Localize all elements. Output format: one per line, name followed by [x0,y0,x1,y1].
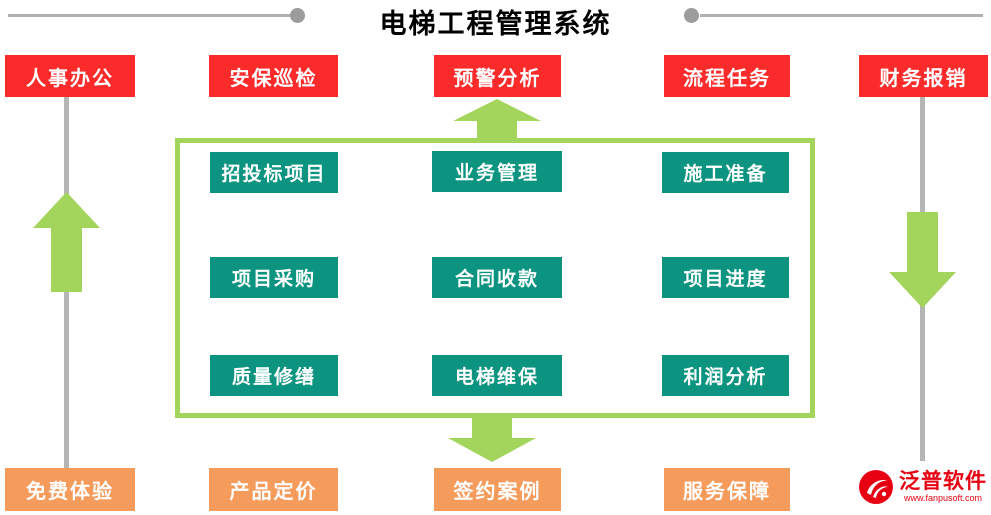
security-patrol-button[interactable]: 安保巡检 [209,55,338,97]
down-arrow-icon [448,417,536,462]
finance-reimbursement-button[interactable]: 财务报销 [859,55,988,97]
up-arrow-icon [33,192,100,292]
up-arrow-icon [453,99,541,140]
header-divider-right [700,14,983,17]
workflow-task-button[interactable]: 流程任务 [664,55,790,97]
warning-analysis-button[interactable]: 预警分析 [434,55,561,97]
logo-brand-name: 泛普软件 [899,470,987,494]
signed-cases-button[interactable]: 签约案例 [434,468,561,511]
page-title: 电梯工程管理系统 [379,9,612,39]
project-progress-button[interactable]: 项目进度 [662,257,789,298]
fanpu-logo[interactable]: 泛普软件 www.fanpusoft.com [853,461,991,513]
header-divider-left [8,14,292,17]
elevator-maintenance-button[interactable]: 电梯维保 [432,355,562,396]
module-group-box [175,138,815,418]
hr-office-button[interactable]: 人事办公 [5,55,135,97]
service-guarantee-button[interactable]: 服务保障 [664,468,790,511]
logo-url-text: www.fanpusoft.com [903,493,983,504]
quality-repair-button[interactable]: 质量修缮 [210,355,338,396]
bidding-project-button[interactable]: 招投标项目 [210,152,338,193]
free-trial-button[interactable]: 免费体验 [5,468,135,511]
contract-payment-button[interactable]: 合同收款 [432,257,562,298]
dot-icon [684,8,699,23]
construction-preparation-button[interactable]: 施工准备 [662,152,789,193]
product-pricing-button[interactable]: 产品定价 [209,468,338,511]
business-management-button[interactable]: 业务管理 [432,151,562,192]
dot-icon [290,8,305,23]
down-arrow-icon [889,212,956,308]
fanpu-logo-icon [859,470,893,504]
project-procurement-button[interactable]: 项目采购 [210,257,338,298]
profit-analysis-button[interactable]: 利润分析 [662,355,789,396]
